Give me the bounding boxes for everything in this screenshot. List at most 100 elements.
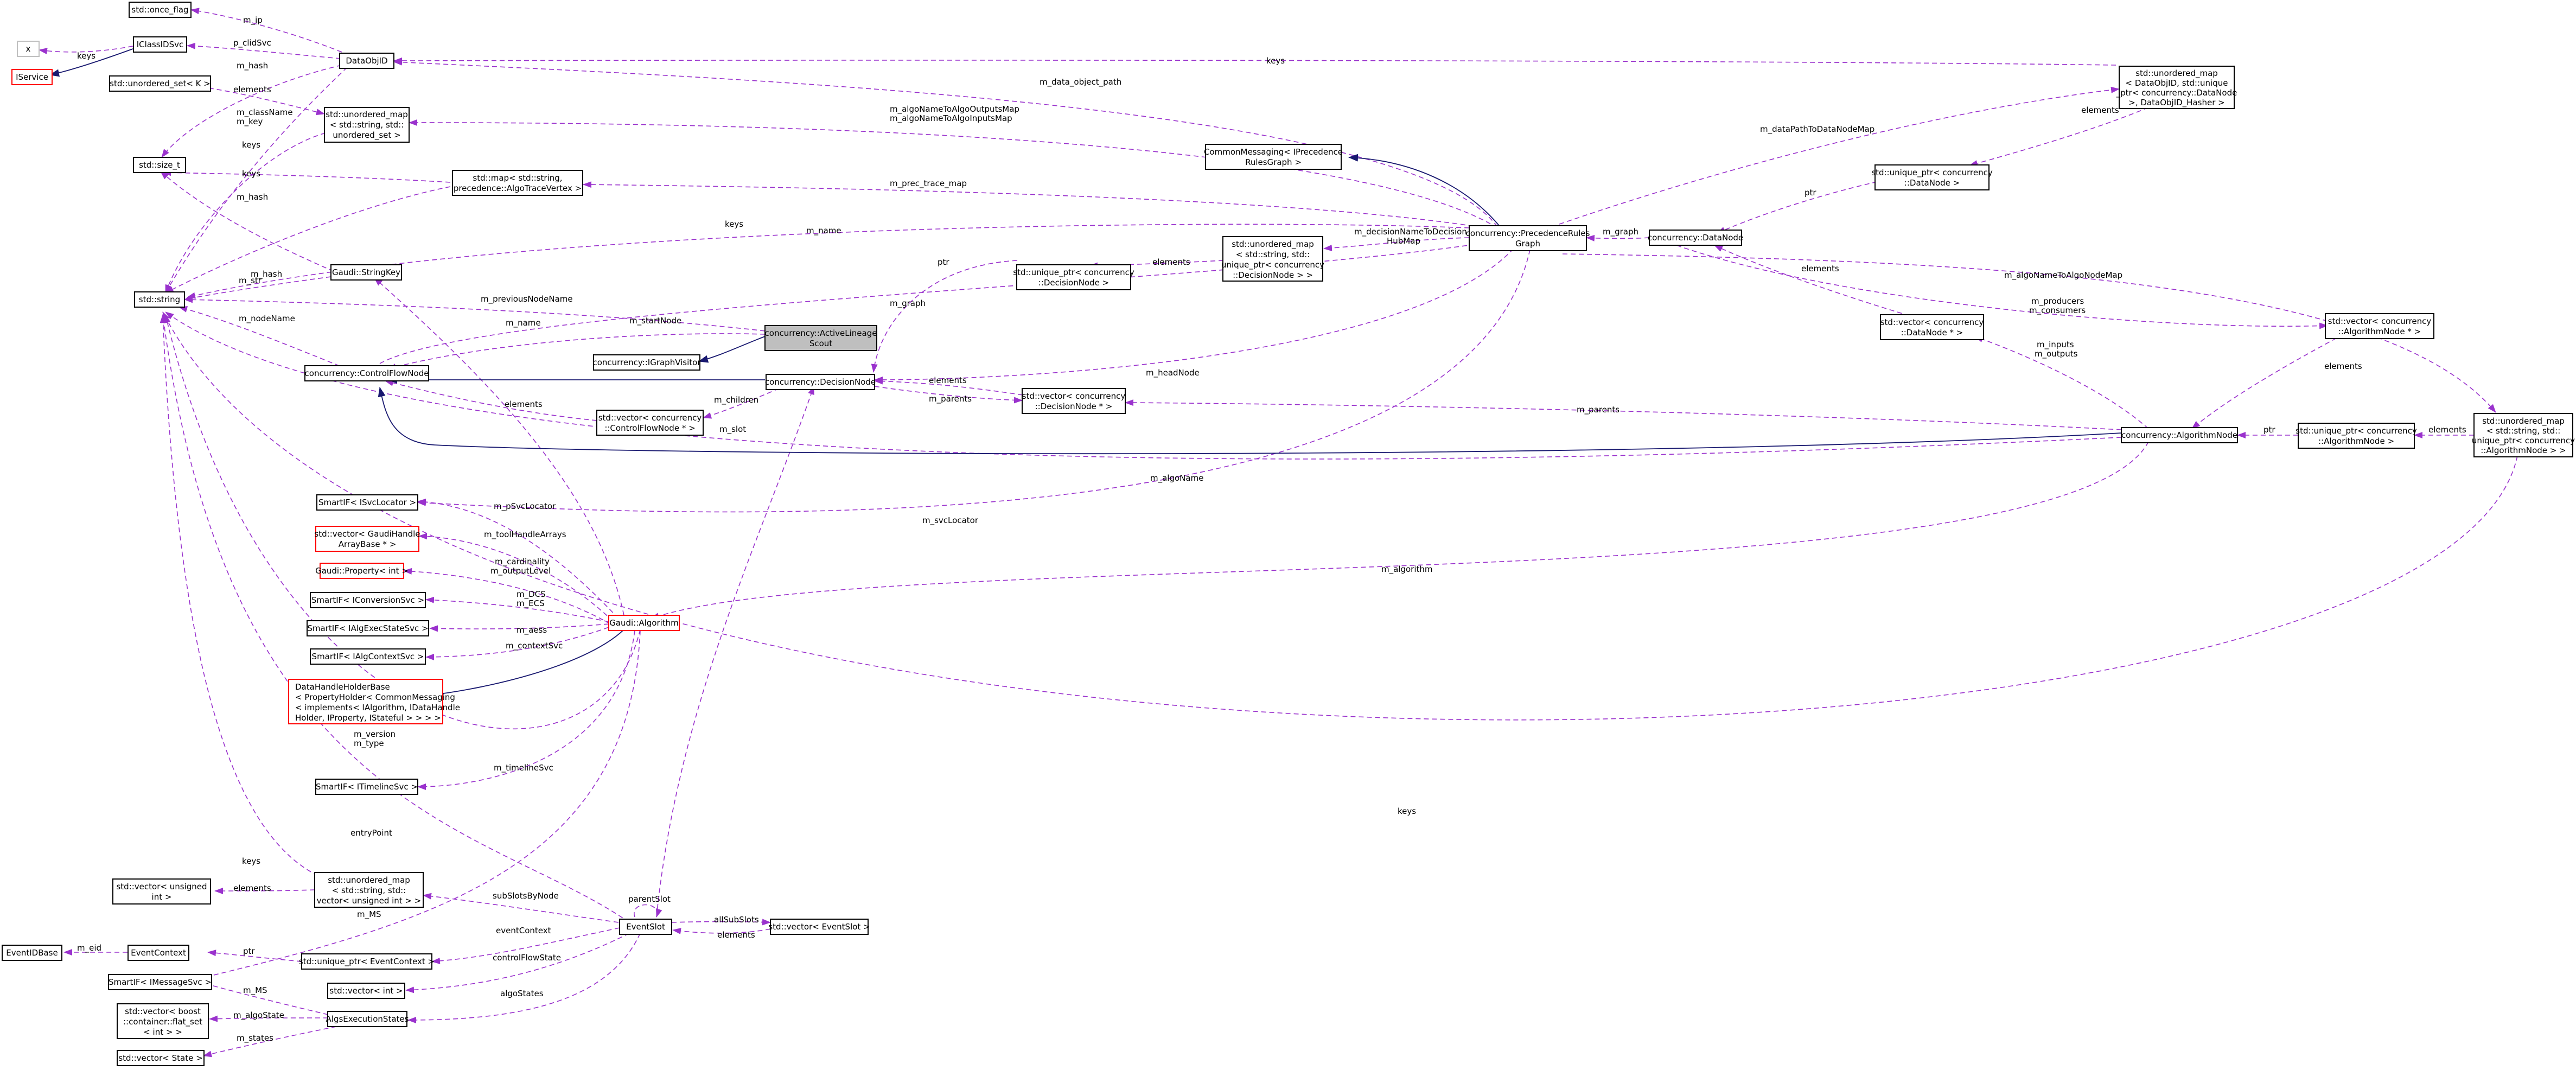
node-property-int[interactable]: Gaudi::Property< int > (315, 563, 409, 579)
node-once-flag[interactable]: std::once_flag (129, 2, 192, 18)
node-precedencerulesgraph[interactable]: concurrency::PrecedenceRules Graph (1466, 225, 1590, 251)
edge-label: elements (233, 85, 271, 94)
node-smartif-iconversionsvc[interactable]: SmartIF< IConversionSvc > (310, 592, 426, 608)
node-label: x (26, 44, 31, 54)
node-eventcontext[interactable]: EventContext (127, 945, 189, 961)
node-vec-gaudihandle[interactable]: std::vector< GaudiHandle ArrayBase * > (314, 526, 420, 552)
edge-label: m_MS (357, 909, 381, 920)
edge-label: m_name (506, 318, 541, 328)
node-unordered-set-k[interactable]: std::unordered_set< K > (109, 75, 211, 92)
node-datahandleholderbase[interactable]: DataHandleHolderBase < PropertyHolder< C… (288, 679, 460, 724)
node-smartif-isvclocator[interactable]: SmartIF< ISvcLocator > (316, 494, 418, 511)
edge-label: m_parents (1577, 405, 1619, 415)
edge-label: m_previousNodeName (481, 294, 573, 304)
edge-label: m_parents (929, 394, 972, 404)
node-smartif-ialgcontextsvc[interactable]: SmartIF< IAlgContextSvc > (310, 648, 426, 665)
edge-label: m_headNode (1146, 368, 1200, 378)
edge-label: allSubSlots (714, 915, 759, 925)
edge-label: m_contextSvc (506, 641, 563, 651)
edge-label: m_eid (77, 943, 101, 953)
edge-label: keys (1266, 56, 1285, 66)
node-controlflownode[interactable]: concurrency::ControlFlowNode (304, 365, 429, 381)
node-label-line: CommonMessaging< IPrecedence (1204, 147, 1343, 157)
node-flat-set[interactable]: std::vector< boost ::container::flat_set… (117, 1003, 209, 1039)
node-uptr-eventcontext[interactable]: std::unique_ptr< EventContext > (299, 953, 435, 970)
node-eventslot[interactable]: EventSlot (619, 919, 672, 935)
node-label-line: ArrayBase * > (339, 539, 397, 549)
node-dataobjid[interactable]: DataObjID (339, 53, 394, 69)
node-gaudi-algorithm[interactable]: Gaudi::Algorithm (608, 615, 680, 631)
node-um-algnode[interactable]: std::unordered_map < std::string, std:: … (2472, 413, 2575, 457)
node-vec-eventslot[interactable]: std::vector< EventSlot > (768, 919, 870, 935)
node-x[interactable]: x (17, 41, 40, 57)
node-um-vec-unsigned[interactable]: std::unordered_map < std::string, std:: … (314, 872, 424, 908)
node-string[interactable]: std::string (134, 291, 185, 308)
node-label: IClassIDSvc (137, 40, 184, 49)
node-vec-cfn[interactable]: std::vector< concurrency ::ControlFlowNo… (596, 410, 704, 436)
node-iclassidsvc[interactable]: IClassIDSvc (133, 36, 187, 53)
node-eventidbase[interactable]: EventIDBase (2, 945, 62, 961)
node-um-dn[interactable]: std::unordered_map < std::string, std:: … (1221, 236, 1324, 282)
node-um-dataobjid[interactable]: std::unordered_map < DataObjID, std::uni… (2116, 66, 2237, 109)
node-label-line: ::ControlFlowNode * > (604, 423, 695, 433)
node-vec-state[interactable]: std::vector< State > (117, 1050, 205, 1066)
node-map-trace[interactable]: std::map< std::string, precedence::AlgoT… (452, 170, 583, 196)
edge-label: m_key (237, 117, 263, 127)
edge-label: keys (242, 169, 260, 179)
node-vec-unsigned[interactable]: std::vector< unsigned int > (112, 878, 211, 905)
node-vec-algnode[interactable]: std::vector< concurrency ::AlgorithmNode… (2325, 313, 2434, 339)
edge-label: elements (2081, 105, 2119, 115)
node-label-line: ::DecisionNode * > (1035, 402, 1113, 411)
node-label-line: < std::string, std:: (2486, 426, 2561, 436)
node-size-t[interactable]: std::size_t (133, 157, 186, 173)
node-decisionnode[interactable]: concurrency::DecisionNode (765, 374, 876, 390)
edge-label: keys (242, 856, 260, 866)
node-igraphvisitor[interactable]: concurrency::IGraphVisitor (592, 354, 701, 371)
edge-label: m_hash (237, 61, 268, 71)
node-label-line: precedence::AlgoTraceVertex > (454, 183, 582, 193)
edge-label: algoStates (500, 989, 544, 998)
node-label: concurrency::DecisionNode (765, 377, 876, 387)
node-activelineagescout[interactable]: concurrency::ActiveLineage Scout (764, 325, 877, 351)
node-uptr-algnode[interactable]: std::unique_ptr< concurrency ::Algorithm… (2296, 423, 2417, 449)
node-label-line: ::DecisionNode > (1038, 278, 1109, 288)
edge-label: ptr (938, 257, 949, 267)
edge-label: elements (2428, 425, 2466, 435)
node-algsexecutionstates[interactable]: AlgsExecutionStates (326, 1011, 409, 1027)
node-vec-dn[interactable]: std::vector< concurrency ::DecisionNode … (1022, 388, 1126, 414)
node-um-string-set[interactable]: std::unordered_map < std::string, std:: … (324, 107, 410, 143)
node-smartif-ialgexecstatesvc[interactable]: SmartIF< IAlgExecStateSvc > (307, 620, 429, 636)
node-smartif-itimelinesvc[interactable]: SmartIF< ITimelineSvc > (315, 779, 418, 795)
node-iservice[interactable]: IService (11, 69, 53, 85)
node-algorithmnode[interactable]: concurrency::AlgorithmNode (2121, 427, 2238, 443)
edge-label: m_toolHandleArrays (484, 530, 566, 540)
node-label-line: int > (152, 892, 172, 902)
node-smartif-imessagesvc[interactable]: SmartIF< IMessageSvc > (108, 974, 212, 990)
edge-label: m_ip (243, 15, 263, 26)
node-vec-datanode[interactable]: std::vector< concurrency ::DataNode * > (1880, 314, 1984, 340)
edge-label: m_type (354, 738, 384, 749)
node-label-line: unordered_set > (333, 130, 400, 141)
edge-label: elements (2324, 361, 2362, 371)
node-datanode[interactable]: concurrency::DataNode (1648, 230, 1743, 246)
edge-label: eventContext (496, 926, 551, 935)
node-label-line: < PropertyHolder< CommonMessaging (295, 692, 455, 702)
node-label-line: ::DataNode > (1904, 178, 1960, 188)
edge-label: keys (725, 219, 743, 229)
node-stringkey[interactable]: Gaudi::StringKey (330, 264, 402, 281)
node-label: std::once_flag (131, 5, 188, 15)
node-label-line: std::vector< GaudiHandle (314, 529, 420, 539)
node-label-line: < std::string, std:: (330, 120, 404, 130)
node-vec-int[interactable]: std::vector< int > (327, 983, 405, 999)
node-uptr-datanode[interactable]: std::unique_ptr< concurrency ::DataNode … (1871, 164, 1993, 190)
edge-label: ptr (2263, 425, 2275, 435)
edge-label: elements (929, 375, 967, 385)
edge-label: m_aess (517, 625, 547, 635)
node-commonmessaging[interactable]: CommonMessaging< IPrecedence RulesGraph … (1204, 144, 1343, 170)
edge-label: m_nodeName (239, 314, 295, 324)
node-label: Gaudi::Property< int > (315, 566, 409, 576)
node-label: SmartIF< IConversionSvc > (311, 595, 424, 605)
edge-label: m_name (806, 226, 841, 236)
node-uptr-dn[interactable]: std::unique_ptr< concurrency ::DecisionN… (1013, 264, 1134, 290)
